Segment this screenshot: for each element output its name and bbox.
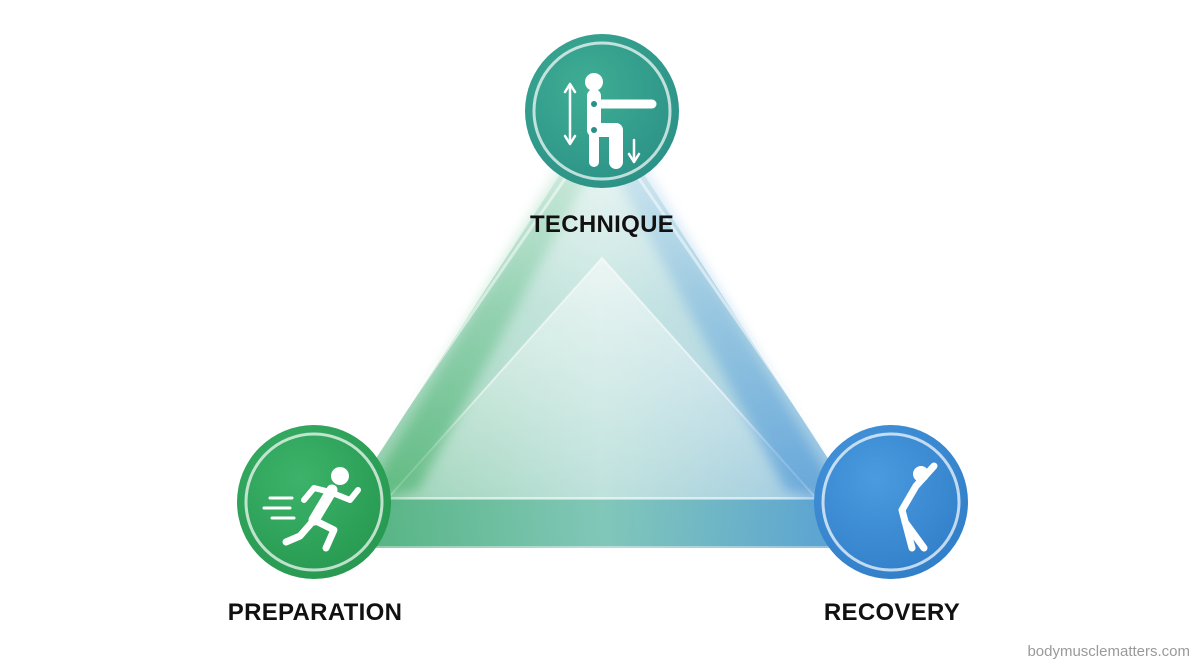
node-preparation-ring [244, 432, 384, 572]
left-edge-glow [360, 150, 602, 505]
node-recovery [814, 425, 968, 579]
preparation-label: PREPARATION [227, 599, 403, 626]
bottom-edge [324, 500, 880, 546]
watermark-text: bodymusclematters.com [1027, 643, 1190, 660]
squat-posture-icon [563, 73, 657, 169]
node-preparation-circle [237, 425, 391, 579]
recovery-label: RECOVERY [823, 599, 961, 626]
running-person-icon [262, 467, 361, 552]
technique-label: TECHNIQUE [529, 211, 675, 238]
node-technique [525, 34, 679, 188]
node-technique-circle [525, 34, 679, 188]
moon-stretch-icon [833, 462, 938, 552]
triangle-body [318, 110, 886, 548]
node-recovery-circle [814, 425, 968, 579]
right-edge-glow [602, 150, 846, 505]
node-preparation [237, 425, 391, 579]
node-recovery-ring [821, 432, 961, 572]
triangle-inner-face [385, 256, 819, 499]
node-technique-ring [532, 41, 672, 181]
